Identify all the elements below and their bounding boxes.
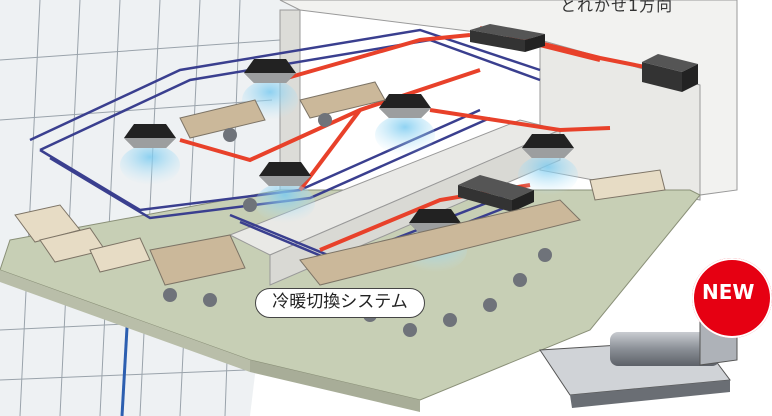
new-badge-text: NEW <box>702 280 755 304</box>
floor <box>0 119 701 412</box>
office-hvac-illustration <box>0 0 738 416</box>
cassette-unit <box>518 134 578 195</box>
cassette-unit <box>120 124 180 185</box>
system-label: 冷暖切換システム <box>255 288 425 318</box>
cassette-unit <box>255 162 315 223</box>
outdoor-unit <box>642 54 698 92</box>
ducted-units <box>458 24 698 212</box>
top-caption: とれかせ1方向 <box>560 0 674 15</box>
ducted-unit <box>458 175 534 212</box>
duct-unit-product <box>539 314 738 408</box>
new-badge: NEW <box>692 258 772 338</box>
office-furniture <box>14 81 666 286</box>
ducted-unit <box>470 24 545 52</box>
cassette-unit <box>375 94 435 155</box>
